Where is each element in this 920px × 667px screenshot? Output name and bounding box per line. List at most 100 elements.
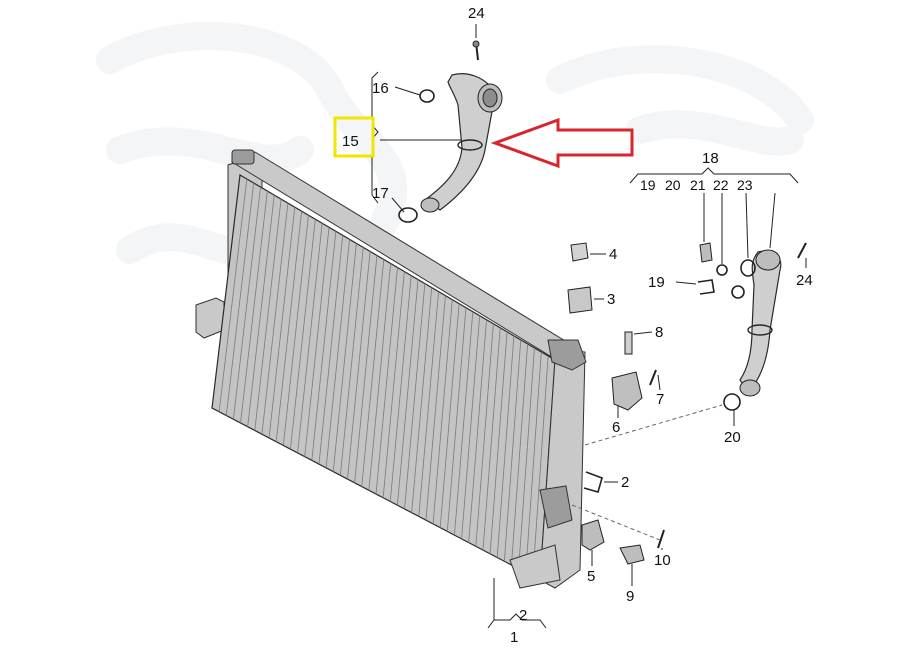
radiator-fin-line (475, 323, 494, 547)
sensor-9 (619, 544, 645, 565)
radiator-fin-line (240, 191, 268, 424)
rubber-mount-3 (567, 286, 593, 314)
bolt-7 (649, 369, 657, 386)
radiator-fin-line (425, 295, 446, 521)
radiator-fin-line (468, 319, 487, 543)
leader-16 (394, 86, 421, 96)
leader-23 (745, 192, 749, 259)
oring-17 (398, 207, 418, 223)
lower-pipe-bottom-end (739, 379, 761, 397)
lower-pipe-clamp (747, 324, 773, 336)
radiator-fin-line (254, 199, 282, 431)
leader-8 (633, 331, 653, 335)
upper-pipe-outlet-inner (482, 88, 498, 108)
radiator-fin-line (404, 283, 426, 509)
bolt-24-right (797, 242, 807, 259)
radiator-fin-line (511, 343, 529, 566)
radiator-fin-line (375, 267, 398, 495)
label-21: 21 (690, 177, 706, 193)
radiator-fin-line (247, 195, 275, 427)
part-labels: 24 16 15 17 4 3 8 7 6 2 5 9 10 2 1 18 19… (342, 5, 813, 646)
radiator-fin-line (396, 279, 419, 506)
dashed-link-b (571, 504, 661, 541)
bracket-6 (611, 371, 643, 411)
bolt-24-top-head (472, 40, 480, 48)
radiator-fin-line (361, 259, 385, 487)
clip-2 (583, 471, 603, 493)
label-3: 3 (607, 291, 615, 308)
label-4: 4 (609, 246, 617, 263)
upper-charge-pipe (398, 40, 503, 223)
label-7: 7 (656, 391, 664, 408)
bracket-18 (629, 167, 799, 184)
label-2-bottom: 2 (519, 607, 527, 624)
oring-16 (419, 89, 435, 103)
radiator-fin-line (389, 275, 412, 502)
leader-17 (391, 197, 405, 213)
radiator-fin-line (525, 351, 542, 573)
leader-23b (769, 192, 776, 249)
radiator-right-inlet (547, 339, 587, 371)
bracket-1 (487, 613, 547, 629)
label-2-mid: 2 (621, 474, 629, 491)
oring-22 (716, 264, 728, 276)
background-watermark (96, 22, 814, 267)
small-parts-right (567, 242, 661, 418)
radiator-fin-line (282, 215, 309, 446)
label-16: 16 (372, 80, 389, 97)
small-parts-lower (571, 404, 723, 586)
label-6: 6 (612, 419, 620, 436)
radiator-fin-line (261, 203, 289, 435)
radiator-fin-line (354, 255, 378, 483)
bracket-15 (371, 71, 379, 204)
label-24-right: 24 (796, 272, 813, 289)
label-22: 22 (713, 177, 729, 193)
radiator-fin-line (225, 182, 255, 416)
radiator-fin-line (218, 178, 248, 412)
label-19-header: 19 (640, 177, 656, 193)
radiator-fin-line (482, 327, 501, 551)
dashed-link-a (584, 404, 723, 446)
label-24-top: 24 (468, 5, 485, 22)
label-18: 18 (702, 150, 719, 167)
label-23: 23 (737, 177, 753, 193)
radiator-fin-line (275, 211, 303, 442)
oring-23 (740, 259, 756, 277)
sensor-21 (699, 242, 713, 263)
label-5: 5 (587, 568, 595, 585)
upper-pipe-clamp (457, 139, 483, 151)
radiator-fin-line (318, 235, 344, 465)
lower-pipe-body (739, 250, 782, 393)
radiator-fin-line (532, 355, 549, 577)
stud-8 (624, 331, 633, 355)
radiator-fin-line (311, 231, 337, 461)
label-1: 1 (510, 629, 518, 646)
radiator-fin-line (439, 303, 460, 528)
label-9: 9 (626, 588, 634, 605)
radiator-fin-line (461, 315, 481, 539)
radiator-fin-line (489, 331, 508, 554)
lower-pipe-top-end (755, 249, 781, 271)
radiator-fin-line (232, 187, 261, 420)
label-17: 17 (372, 185, 389, 202)
radiator-fin-line (347, 251, 371, 480)
bracket-5 (581, 519, 605, 551)
radiator-fin-line (339, 247, 364, 476)
lower-charge-pipe (629, 167, 807, 426)
radiator-fin-line (268, 207, 296, 438)
radiator-fin-line (332, 243, 357, 472)
clip-19 (697, 279, 715, 295)
leader-7 (657, 374, 661, 391)
radiator-fin-line (325, 239, 350, 468)
radiator-bottom-foot (509, 544, 561, 589)
bolt-10 (657, 529, 665, 549)
radiator-fin-line (432, 299, 453, 524)
radiator-fin-line (418, 291, 439, 517)
label-8: 8 (655, 324, 663, 341)
radiator-right-outlet (539, 485, 573, 529)
oring-20-lower (723, 393, 741, 411)
label-10: 10 (654, 552, 671, 569)
rubber-mount-4 (570, 242, 589, 262)
oring-20-upper (731, 285, 745, 299)
